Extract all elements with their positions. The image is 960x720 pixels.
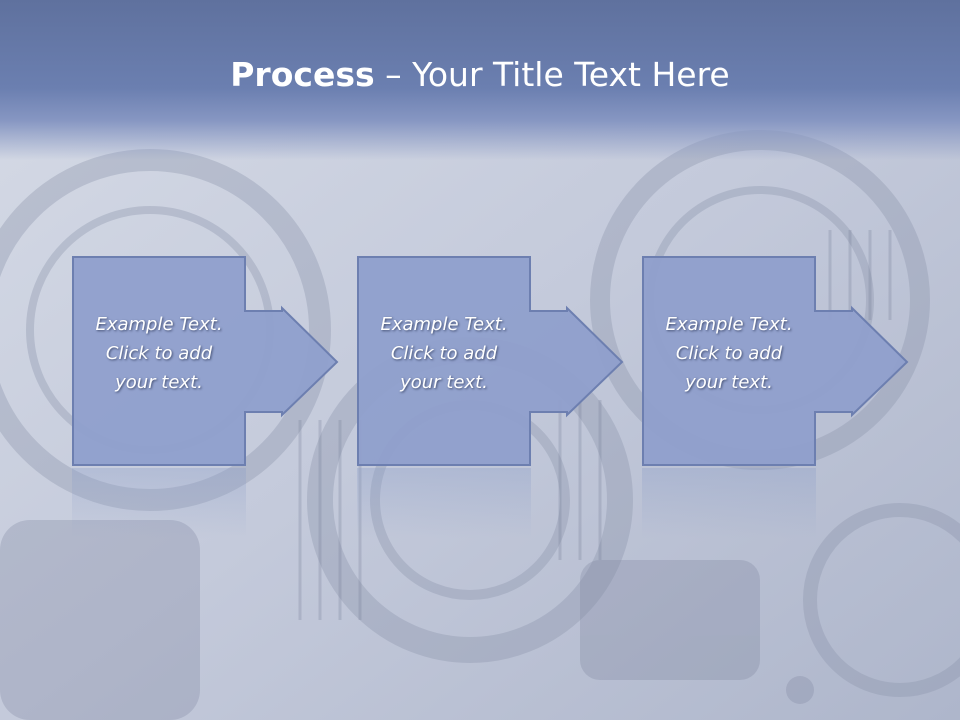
step-reflection <box>642 468 816 538</box>
step-label[interactable]: Example Text. Click to add your text. <box>380 314 508 393</box>
title-separator: – <box>374 55 413 94</box>
step-arrow-shape <box>72 256 339 466</box>
page-title[interactable]: Process – Your Title Text Here <box>0 52 960 98</box>
process-step-1[interactable]: Example Text. Click to add your text. <box>72 256 352 468</box>
step-reflection <box>357 468 531 538</box>
step-label[interactable]: Example Text. Click to add your text. <box>665 314 793 393</box>
title-text: Your Title Text Here <box>412 55 730 94</box>
step-arrow-shape <box>642 256 909 466</box>
step-reflection <box>72 468 246 538</box>
title-bold-part: Process <box>230 55 375 94</box>
process-step-2[interactable]: Example Text. Click to add your text. <box>357 256 637 468</box>
process-step-3[interactable]: Example Text. Click to add your text. <box>642 256 922 468</box>
title-band <box>0 0 960 160</box>
step-arrow-shape <box>357 256 624 466</box>
step-label[interactable]: Example Text. Click to add your text. <box>95 314 223 393</box>
